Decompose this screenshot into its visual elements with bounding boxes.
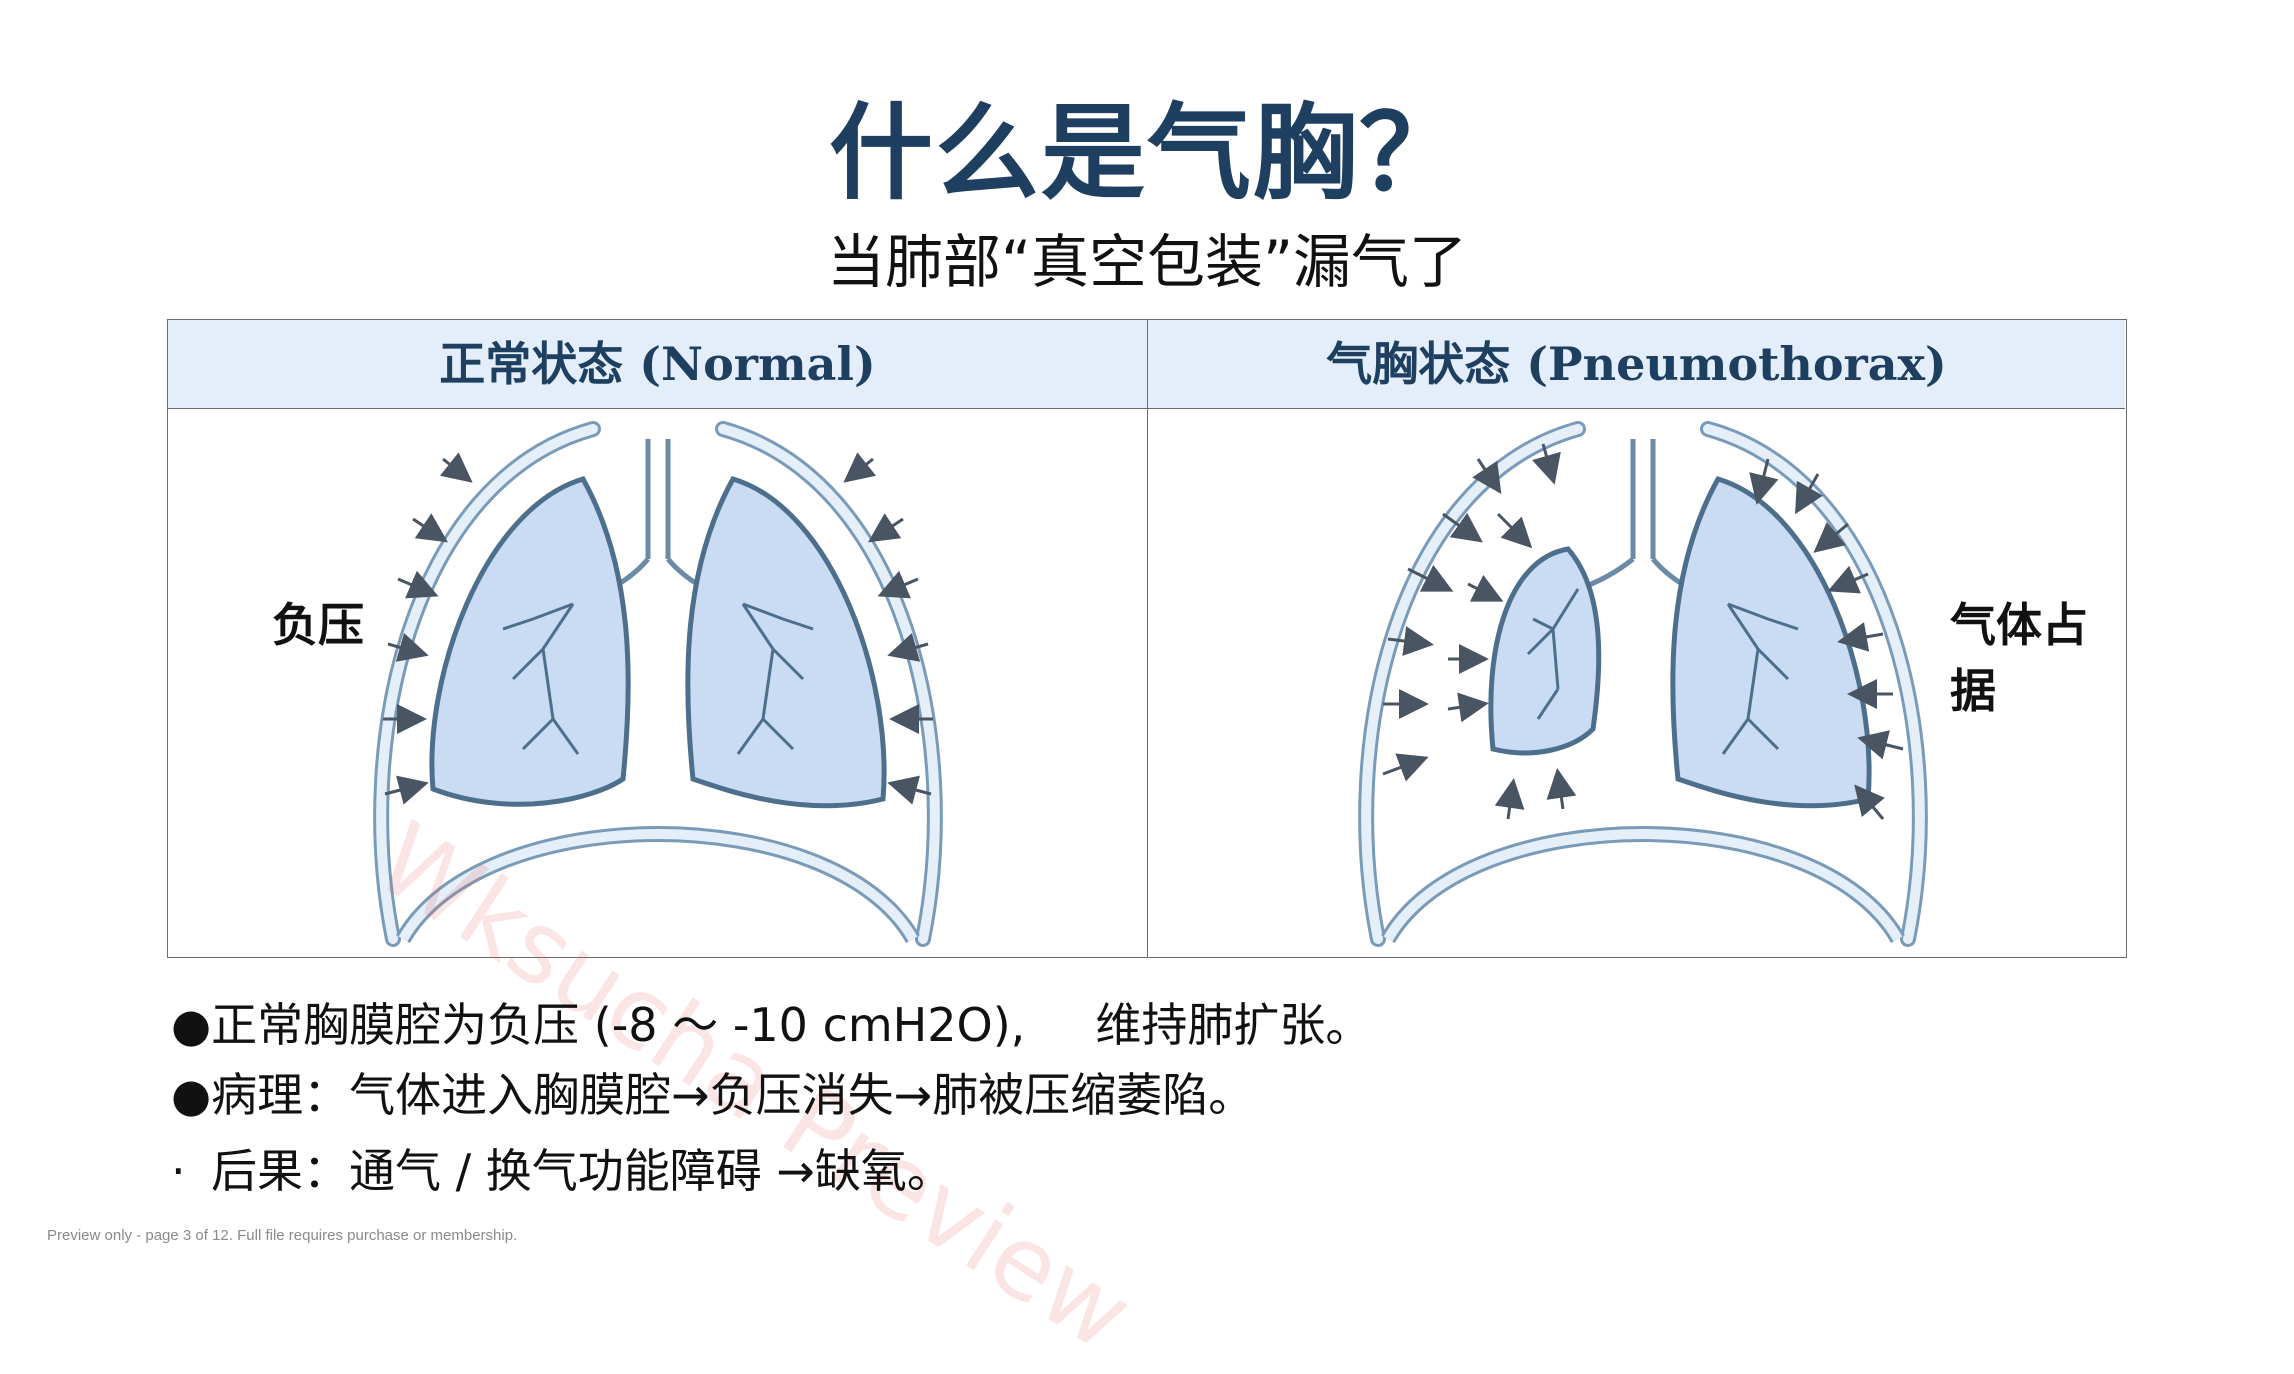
page-subtitle: 当肺部“真空包装”漏气了 [826,228,1468,296]
page-title: 什么是气胸？ [828,92,1465,214]
bullet-marker: ● [171,998,212,1052]
bullet-marker: · [171,1144,186,1198]
normal-header: 正常状态 (Normal) [168,320,1147,409]
bullet-text: 病理：气体进入胸膜腔→负压消失→肺被压缩萎陷。 [211,1068,1255,1122]
bullet-text-continued: 维持肺扩张。 [1095,998,1372,1052]
pneumothorax-diagram-cell: 气体占据 [1148,409,2125,957]
normal-diagram-cell: 负压 [168,409,1147,957]
normal-lung-illustration [373,421,943,947]
bullet-list: ●正常胸膜腔为负压 (-8 ～ -10 cmH2O),维持肺扩张。 ●病理：气体… [171,990,1371,1206]
negative-pressure-label: 负压 [272,598,364,652]
preview-footer: Preview only - page 3 of 12. Full file r… [47,1227,518,1244]
normal-column: 正常状态 (Normal) 负压 [168,320,1148,957]
comparison-table: 正常状态 (Normal) 负压 [167,319,2127,958]
bullet-text: 正常胸膜腔为负压 (-8 ～ -10 cmH2O), [211,998,1026,1052]
pneumothorax-lung-illustration [1358,421,1928,947]
bullet-item: ●病理：气体进入胸膜腔→负压消失→肺被压缩萎陷。 [171,1060,1371,1130]
bullet-item: ●正常胸膜腔为负压 (-8 ～ -10 cmH2O), 维持肺扩张。 [171,990,1371,1060]
pneumothorax-column: 气胸状态 (Pneumothorax) [1148,320,2125,957]
air-occupied-label: 气体占据 [1950,598,2088,718]
bullet-marker: ● [171,1068,212,1122]
bullet-text: 后果：通气 / 换气功能障碍 →缺氧。 [211,1144,953,1198]
bullet-item: · 后果：通气 / 换气功能障碍 →缺氧。 [171,1136,1371,1206]
pneumothorax-header: 气胸状态 (Pneumothorax) [1148,320,2125,409]
